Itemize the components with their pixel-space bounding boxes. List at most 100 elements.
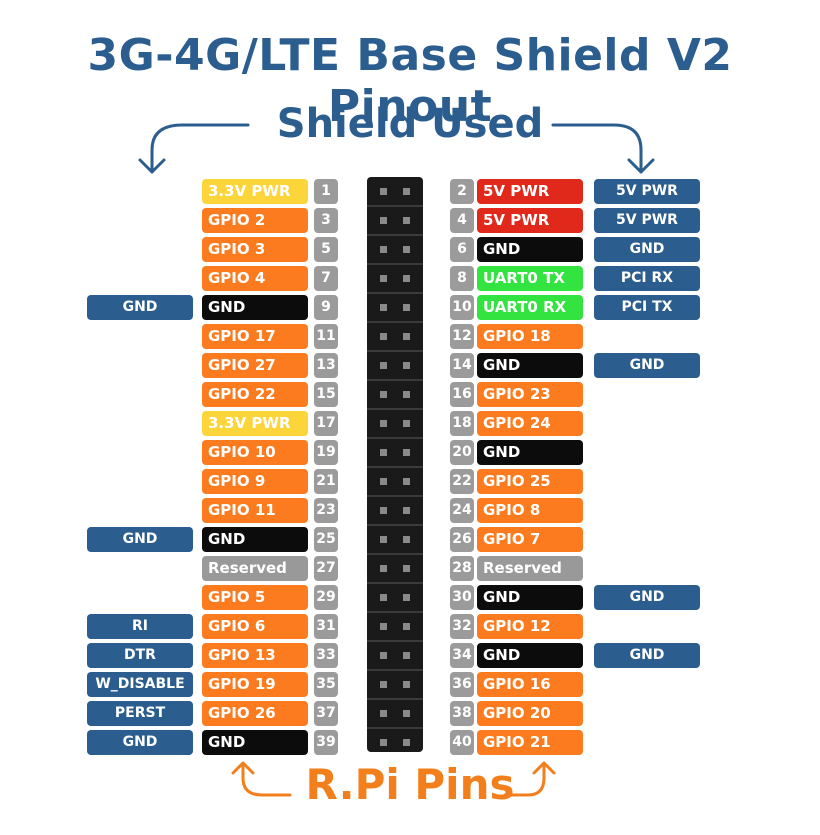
- header-pin-hole: [403, 478, 410, 485]
- pin-number: 3: [314, 208, 338, 233]
- right-rpi-arrow: [503, 762, 546, 797]
- shield-label: PCI RX: [594, 266, 700, 291]
- header-pin-hole: [380, 536, 387, 543]
- pin-number: 30: [450, 585, 474, 610]
- pin-label: GPIO 9: [202, 469, 308, 494]
- pin-number: 29: [314, 585, 338, 610]
- header-pin-hole: [403, 507, 410, 514]
- header-pin-hole: [403, 681, 410, 688]
- header-row-separator: [367, 234, 423, 236]
- header-row-separator: [367, 553, 423, 555]
- pin-label: GPIO 24: [477, 411, 583, 436]
- pin-number: 28: [450, 556, 474, 581]
- header-pin-hole: [380, 304, 387, 311]
- pin-number: 20: [450, 440, 474, 465]
- pin-label: GPIO 2: [202, 208, 308, 233]
- left-rpi-arrow: [241, 762, 292, 797]
- pin-label: GPIO 3: [202, 237, 308, 262]
- pin-number: 8: [450, 266, 474, 291]
- pin-label: Reserved: [202, 556, 308, 581]
- header-row-separator: [367, 524, 423, 526]
- pin-number: 11: [314, 324, 338, 349]
- pin-number: 34: [450, 643, 474, 668]
- pin-number: 13: [314, 353, 338, 378]
- header-row-separator: [367, 727, 423, 729]
- header-pin-hole: [403, 420, 410, 427]
- pin-label: GPIO 25: [477, 469, 583, 494]
- pin-number: 35: [314, 672, 338, 697]
- pin-label: GND: [477, 237, 583, 262]
- pin-number: 37: [314, 701, 338, 726]
- pin-number: 31: [314, 614, 338, 639]
- left-rpi-arrowhead: [231, 761, 255, 775]
- header-row-separator: [367, 466, 423, 468]
- header-pin-hole: [403, 652, 410, 659]
- left-shield-arrowhead: [138, 158, 166, 174]
- pin-label: GPIO 12: [477, 614, 583, 639]
- pin-label: GPIO 16: [477, 672, 583, 697]
- pin-number: 16: [450, 382, 474, 407]
- shield-label: GND: [594, 237, 700, 262]
- shield-used-label: Shield Used: [276, 101, 544, 147]
- pin-number: 32: [450, 614, 474, 639]
- header-pin-hole: [403, 565, 410, 572]
- pin-number: 27: [314, 556, 338, 581]
- header-pin-hole: [403, 623, 410, 630]
- pin-number: 7: [314, 266, 338, 291]
- header-row-separator: [367, 495, 423, 497]
- header-row-separator: [367, 582, 423, 584]
- pin-label: GND: [202, 527, 308, 552]
- header-pin-hole: [380, 246, 387, 253]
- header-pin-hole: [403, 362, 410, 369]
- pin-label: GPIO 20: [477, 701, 583, 726]
- header-pin-hole: [380, 217, 387, 224]
- pin-label: GPIO 27: [202, 353, 308, 378]
- header-pin-hole: [380, 478, 387, 485]
- pin-label: Reserved: [477, 556, 583, 581]
- header-row-separator: [367, 350, 423, 352]
- right-shield-arrowhead: [627, 158, 655, 174]
- shield-label: PERST: [87, 701, 193, 726]
- header-row-separator: [367, 408, 423, 410]
- shield-label: GND: [87, 730, 193, 755]
- header-pin-hole: [380, 681, 387, 688]
- header-pin-hole: [403, 536, 410, 543]
- pin-label: GPIO 5: [202, 585, 308, 610]
- pin-label: GPIO 18: [477, 324, 583, 349]
- header-pin-hole: [380, 507, 387, 514]
- header-pin-hole: [403, 333, 410, 340]
- pin-number: 2: [450, 179, 474, 204]
- header-pin-hole: [403, 391, 410, 398]
- left-shield-arrow: [150, 123, 250, 174]
- header-row-separator: [367, 205, 423, 207]
- shield-label: GND: [594, 585, 700, 610]
- pin-label: 5V PWR: [477, 208, 583, 233]
- right-shield-arrow: [551, 123, 643, 174]
- pin-label: GND: [477, 353, 583, 378]
- header-pin-hole: [380, 391, 387, 398]
- header-pin-hole: [380, 275, 387, 282]
- pin-number: 40: [450, 730, 474, 755]
- pin-number: 14: [450, 353, 474, 378]
- pin-number: 15: [314, 382, 338, 407]
- rpi-pins-label: R.Pi Pins: [305, 760, 515, 809]
- pin-label: GPIO 21: [477, 730, 583, 755]
- pin-label: GPIO 26: [202, 701, 308, 726]
- header-pin-hole: [380, 362, 387, 369]
- pin-number: 38: [450, 701, 474, 726]
- pin-number: 5: [314, 237, 338, 262]
- pin-label: GPIO 23: [477, 382, 583, 407]
- header-row-separator: [367, 263, 423, 265]
- pin-number: 9: [314, 295, 338, 320]
- pin-label: GPIO 4: [202, 266, 308, 291]
- pin-label: GND: [477, 643, 583, 668]
- pin-label: GPIO 7: [477, 527, 583, 552]
- pin-label: GPIO 17: [202, 324, 308, 349]
- pin-label: UART0 TX: [477, 266, 583, 291]
- header-pin-hole: [403, 594, 410, 601]
- header-pin-hole: [380, 565, 387, 572]
- pin-label: GND: [477, 440, 583, 465]
- header-pin-hole: [403, 739, 410, 746]
- header-pin-hole: [380, 333, 387, 340]
- header-row-separator: [367, 292, 423, 294]
